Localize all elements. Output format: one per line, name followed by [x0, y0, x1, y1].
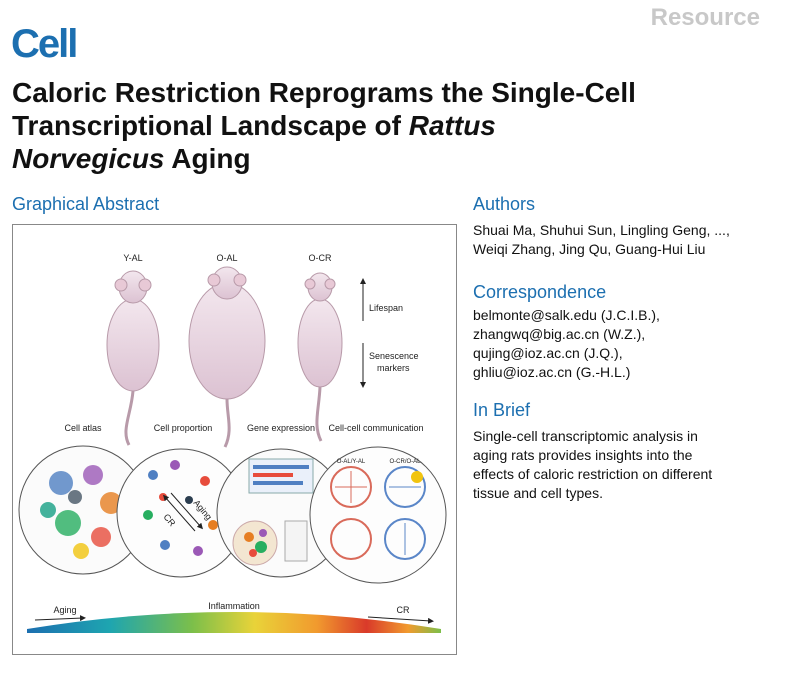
title-line-1: Caloric Restriction Reprograms the Singl…	[12, 77, 636, 108]
graphical-abstract-heading: Graphical Abstract	[12, 194, 160, 214]
cr-bar-arrow	[367, 616, 434, 624]
in-brief-heading: In Brief	[473, 400, 531, 420]
cr-bar-label: CR	[397, 605, 410, 615]
rat-old-caloric-restriction	[297, 272, 343, 442]
lifespan-label: Lifespan	[369, 303, 403, 313]
panel-label-cell-cell-communication: Cell-cell communication	[328, 423, 423, 433]
cell-cell-communication-panel: O-AL/Y-AL O-CR/O-AL	[309, 446, 447, 584]
rat-young-ad-libitum	[106, 270, 160, 446]
panel-label-cell-atlas: Cell atlas	[64, 423, 102, 433]
title-line-3: Norvegicus Aging	[12, 143, 251, 174]
correspondence-email-zhangwq[interactable]: zhangwq@big.ac.cn (W.Z.),	[473, 326, 646, 342]
rat-label-o-al: O-AL	[216, 253, 237, 263]
correspondence-list: belmonte@salk.edu (J.C.I.B.), zhangwq@bi…	[473, 306, 660, 382]
article-type-label: Resource	[650, 4, 760, 31]
authors-list: Shuai Ma, Shuhui Sun, Lingling Geng, ...…	[473, 222, 730, 257]
aging-bar-arrow	[34, 615, 86, 622]
inflammation-gradient-bar	[27, 612, 441, 633]
graphical-abstract-figure: Y-AL O-AL O-CR Lifespan Sen	[12, 224, 457, 655]
panel-label-cell-proportion: Cell proportion	[154, 423, 213, 433]
senescence-label-line-1: Senescence	[369, 351, 419, 361]
heatmap-header-cr-vs-old: O-CR/O-AL	[389, 459, 421, 465]
article-title: Caloric Restriction Reprograms the Singl…	[12, 76, 752, 175]
title-line-2: Transcriptional Landscape of Rattus	[12, 110, 496, 141]
correspondence-email-qujing[interactable]: qujing@ioz.ac.cn (J.Q.),	[473, 345, 623, 361]
correspondence-email-ghliu[interactable]: ghliu@ioz.ac.cn (G.-H.L.)	[473, 364, 631, 380]
aging-bar-label: Aging	[53, 605, 76, 615]
in-brief-text: Single-cell transcriptomic analysis in a…	[473, 428, 713, 501]
correspondence-email-belmonte[interactable]: belmonte@salk.edu (J.C.I.B.),	[473, 307, 660, 323]
inflammation-bar-label: Inflammation	[208, 601, 260, 611]
graphical-abstract-illustration: Y-AL O-AL O-CR Lifespan Sen	[18, 253, 447, 633]
gene-expression-panel	[216, 448, 346, 578]
cell-atlas-panel	[18, 445, 148, 575]
correspondence-heading: Correspondence	[473, 282, 607, 302]
rat-label-y-al: Y-AL	[123, 253, 142, 263]
authors-heading: Authors	[473, 194, 536, 214]
rat-label-o-cr: O-CR	[309, 253, 332, 263]
senescence-label-line-2: markers	[377, 363, 410, 373]
cell-journal-logo: Cell	[11, 22, 78, 66]
panel-label-gene-expression: Gene expression	[247, 423, 315, 433]
rat-old-ad-libitum	[188, 266, 266, 448]
heatmap-header-old-vs-young: O-AL/Y-AL	[337, 459, 366, 465]
cell-proportion-panel: Aging CR	[116, 448, 246, 578]
